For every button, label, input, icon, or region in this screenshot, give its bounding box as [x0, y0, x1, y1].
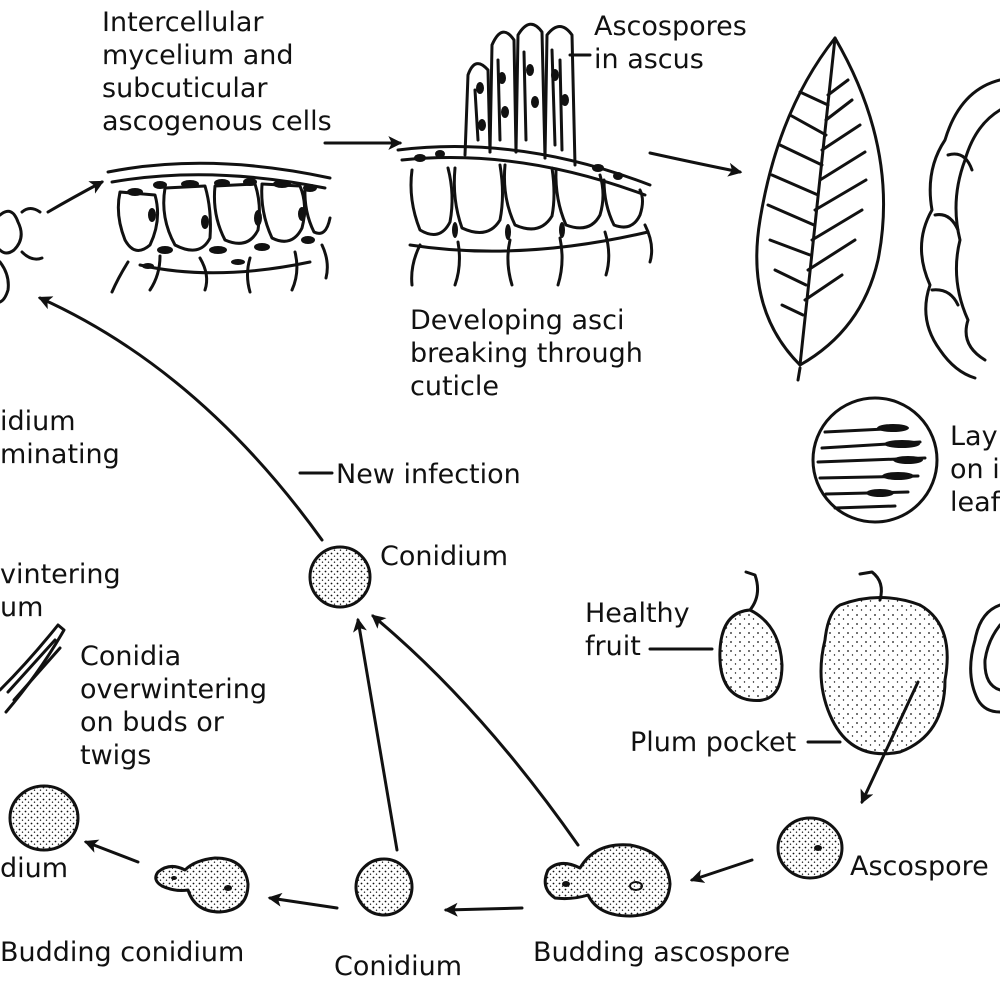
arrow-from-ascospore [689, 858, 754, 883]
label-conidium-left: dium [0, 853, 69, 884]
label-ascospores-in-ascus: Ascospores in ascus [594, 10, 747, 76]
label-line: Lay [950, 421, 998, 452]
label-line: cuticle [410, 371, 500, 402]
sectioned-fruit-figure [969, 603, 1000, 714]
label-ascospore: Ascospore [850, 851, 989, 882]
label-line: subcuticular [102, 73, 268, 104]
label-line: breaking through [410, 338, 643, 369]
spore-conidium-left [8, 784, 80, 852]
label-line: Intercellular [102, 7, 264, 38]
label-line: Ascospores [594, 11, 747, 42]
infected-leaf-figure [920, 78, 1000, 380]
label-plum-pocket: Plum pocket [630, 727, 797, 758]
healthy-leaf-figure [755, 36, 886, 382]
label-budding-conidium: Budding conidium [0, 937, 245, 968]
label-line: minating [0, 439, 120, 470]
arrow-conidium-up [353, 617, 399, 852]
spore-budding-conidium [154, 856, 250, 914]
left-partial-tissue-figure [0, 207, 44, 304]
arrow-budding-ascospore-up [371, 614, 580, 847]
spore-conidium-bottom [354, 857, 414, 917]
intercellular-mycelium-figure [106, 161, 332, 294]
label-healthy-fruit: Healthy fruit [585, 597, 690, 663]
arrow-to-budding-conidium [267, 892, 339, 910]
spore-budding-ascospore [543, 843, 672, 918]
label-conidia-overwintering: Conidia overwintering on buds or twigs [80, 640, 267, 772]
label-line: on i [950, 454, 1000, 485]
twig-figure [0, 623, 66, 714]
spore-conidium-top [308, 545, 372, 609]
arrow-to-mycelium [46, 180, 105, 214]
label-intercellular-mycelium: Intercellular mycelium and subcuticular … [102, 6, 332, 138]
label-line: in ascus [594, 44, 704, 75]
label-budding-ascospore: Budding ascospore [533, 937, 791, 968]
healthy-fruit-figure [718, 570, 784, 703]
arrow-to-leaf [648, 151, 743, 177]
spore-ascospore [776, 816, 844, 880]
label-line: idium [0, 406, 76, 437]
label-line: Healthy [585, 598, 690, 629]
label-line: vintering [0, 559, 121, 590]
label-line: on buds or [80, 707, 224, 738]
label-line: ascogenous cells [102, 106, 332, 137]
label-conidium-germinating: idium minating [0, 405, 120, 471]
arrow-to-conidium [443, 902, 524, 917]
label-line: Developing asci [410, 305, 625, 336]
label-new-infection: New infection [336, 459, 521, 490]
developing-asci-figure [396, 22, 654, 287]
label-line: leaf [950, 487, 1000, 518]
label-line: um [0, 592, 44, 623]
arrow-new-infection [37, 296, 324, 542]
label-line: mycelium and [102, 40, 294, 71]
label-overwintering: vintering um [0, 558, 121, 624]
label-layer-on-leaf: Lay on i leaf [950, 420, 1000, 519]
arrow-from-plum-pocket [860, 680, 920, 805]
label-developing-asci: Developing asci breaking through cuticle [410, 304, 643, 403]
layer-on-leaf-microscope-figure [811, 396, 939, 524]
label-line: Conidia [80, 641, 182, 672]
label-conidium-top: Conidium [380, 541, 509, 572]
label-conidium-bottom: Conidium [334, 951, 463, 982]
plum-pocket-fruit-figure [819, 570, 949, 756]
arrow-to-conidium-left [83, 839, 140, 864]
label-line: twigs [80, 740, 152, 771]
label-line: fruit [585, 631, 641, 662]
label-line: overwintering [80, 674, 267, 705]
